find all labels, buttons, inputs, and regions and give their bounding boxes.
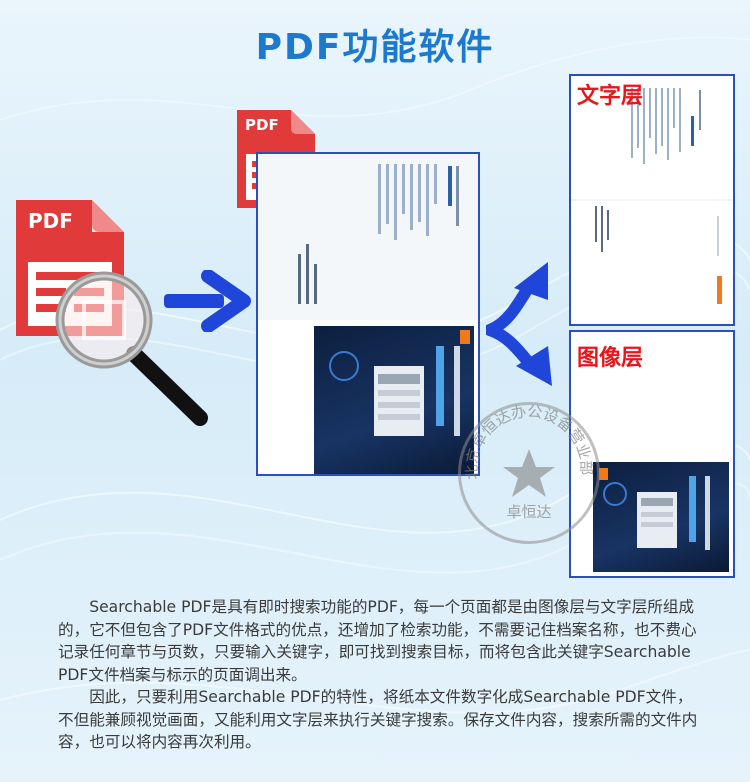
document-image-artwork bbox=[329, 330, 470, 436]
image-layer-artwork bbox=[593, 462, 729, 572]
arrow-right-icon bbox=[164, 270, 251, 332]
text-layer-content bbox=[571, 88, 733, 304]
document-preview-panel bbox=[256, 152, 480, 476]
company-seal-stamp: 北京卓恒达办公设备营业部 卓恒达 bbox=[458, 402, 600, 544]
description-paragraph-1: Searchable PDF是具有即时搜索功能的PDF，每一个页面都是由图像层与… bbox=[58, 598, 697, 684]
seal-name: 卓恒达 bbox=[506, 503, 552, 521]
document-image-page bbox=[314, 326, 474, 474]
text-layer-label: 文字层 bbox=[577, 84, 644, 109]
document-text-lines bbox=[298, 164, 459, 304]
magnifier-icon bbox=[55, 271, 208, 426]
pdf-label-small: PDF bbox=[245, 116, 279, 134]
split-arrows-icon bbox=[486, 262, 552, 386]
description-paragraph-2: 因此，只要利用Searchable PDF的特性，将纸本文件数字化成Search… bbox=[58, 688, 698, 751]
pdf-label-large: PDF bbox=[28, 209, 73, 233]
seal-star-icon: 北京卓恒达办公设备营业部 bbox=[463, 402, 595, 497]
description-text: Searchable PDF是具有即时搜索功能的PDF，每一个页面都是由图像层与… bbox=[58, 596, 698, 754]
page-title: PDF功能软件 bbox=[255, 27, 495, 68]
document-text-page bbox=[258, 154, 478, 320]
image-layer-label: 图像层 bbox=[577, 346, 644, 371]
text-layer-panel: 文字层 bbox=[569, 74, 735, 326]
